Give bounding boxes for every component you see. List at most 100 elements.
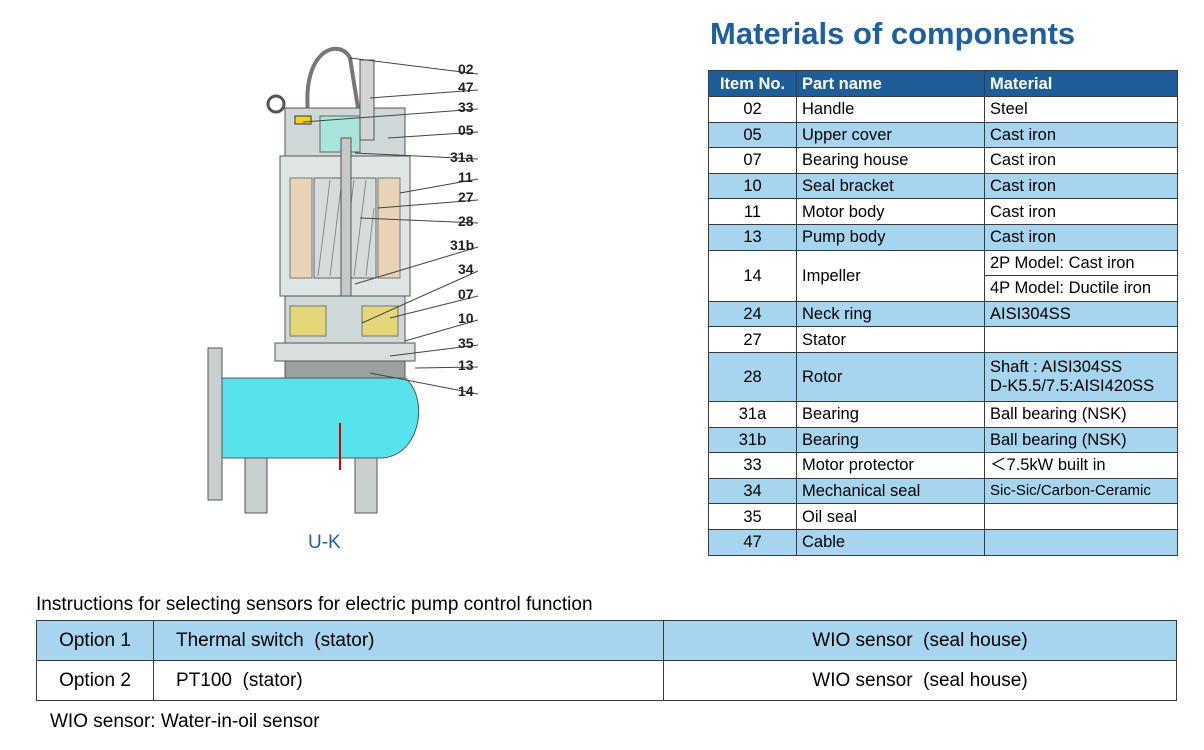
callout-05: 05: [458, 122, 474, 138]
table-row: 28 Rotor Shaft : AISI304SS D-K5.5/7.5:AI…: [708, 351, 1178, 402]
part-name-cell: Stator: [796, 326, 985, 353]
table-row: 02 Handle Steel: [708, 96, 1178, 123]
material-cell: [984, 326, 1178, 353]
item-no-cell: 10: [708, 172, 797, 200]
item-no-cell: 34: [708, 477, 797, 505]
header-item-no: Item No.: [708, 70, 797, 97]
part-name-cell: Neck ring: [796, 300, 985, 328]
material-cell: Sic-Sic/Carbon-Ceramic: [984, 477, 1178, 505]
option-cell: Option 1: [36, 620, 154, 661]
material-cell: [984, 503, 1178, 530]
foot-left-shape: [244, 457, 268, 514]
callout-11: 11: [458, 169, 473, 185]
part-name-cell: Motor protector: [796, 452, 985, 479]
upper-chamber-shape: [319, 115, 361, 153]
material-cell: Ball bearing (NSK): [984, 426, 1178, 454]
material-cell: 2P Model: Cast iron: [984, 249, 1178, 277]
item-no-cell: 33: [708, 452, 797, 479]
callout-33: 33: [458, 99, 474, 115]
callout-35: 35: [458, 335, 474, 351]
seal-oil-right-shape: [361, 305, 399, 337]
part-name-cell: Bearing: [796, 400, 985, 428]
part-name-cell: Bearing: [796, 426, 985, 454]
header-part-name: Part name: [796, 70, 985, 97]
option-cell: Option 2: [36, 660, 154, 701]
part-name-cell: Seal bracket: [796, 172, 985, 200]
stator-sensor-cell: PT100 (stator): [153, 660, 664, 701]
volute-shape: [219, 377, 420, 459]
lifting-eye-shape: [266, 94, 286, 114]
table-row: 05 Upper cover Cast iron: [708, 121, 1178, 149]
callout-34: 34: [458, 261, 474, 277]
table-row: 14 Impeller 2P Model: Cast iron: [708, 249, 1178, 302]
pump-cross-section-diagram: 02 47 33 05 31a 11 27 28 31b 34 07 10 35…: [190, 38, 490, 520]
table-row: Option 1 Thermal switch (stator) WIO sen…: [36, 620, 1177, 661]
table-row: 24 Neck ring AISI304SS: [708, 300, 1178, 328]
material-cell: Cast iron: [984, 147, 1178, 174]
page-title: Materials of components: [710, 16, 1076, 51]
part-name-cell: Mechanical seal: [796, 477, 985, 505]
table-row: 31b Bearing Ball bearing (NSK): [708, 426, 1178, 454]
material-cell: AISI304SS: [984, 300, 1178, 328]
foot-right-shape: [354, 457, 378, 514]
callout-31b: 31b: [450, 237, 474, 253]
stator-right-shape: [377, 177, 401, 279]
stator-sensor-cell: Thermal switch (stator): [153, 620, 664, 661]
callout-07: 07: [458, 286, 474, 302]
sensor-instructions-heading: Instructions for selecting sensors for e…: [36, 594, 593, 615]
item-no-cell: 31b: [708, 426, 797, 454]
part-name-cell: Handle: [796, 96, 985, 123]
table-row: 47 Cable: [708, 528, 1178, 556]
header-material: Material: [984, 70, 1178, 97]
materials-header-row: Item No. Part name Material: [708, 70, 1178, 97]
part-name-cell: Rotor: [796, 351, 985, 402]
item-no-cell: 05: [708, 121, 797, 149]
seal-sensor-cell: WIO sensor (seal house): [663, 660, 1177, 701]
diagram-caption: U-K: [308, 532, 341, 553]
stator-left-shape: [289, 177, 313, 279]
material-cell: ＜7.5kW built in: [984, 452, 1178, 479]
item-no-cell: 07: [708, 147, 797, 174]
material-line: D-K5.5/7.5:AISI420SS: [990, 376, 1155, 395]
motor-protector-shape: [294, 115, 312, 125]
table-row: 27 Stator: [708, 326, 1178, 353]
materials-table: Item No. Part name Material 02 Handle St…: [708, 70, 1178, 556]
sensor-options-table: Option 1 Thermal switch (stator) WIO sen…: [36, 620, 1177, 701]
wio-footnote: WIO sensor: Water-in-oil sensor: [50, 711, 320, 732]
callout-10: 10: [458, 310, 474, 326]
table-row: 31a Bearing Ball bearing (NSK): [708, 400, 1178, 428]
table-row: 11 Motor body Cast iron: [708, 198, 1178, 225]
material-cell: Ball bearing (NSK): [984, 400, 1178, 428]
material-cell: Cast iron: [984, 121, 1178, 149]
item-no-cell: 24: [708, 300, 797, 328]
part-name-cell: Cable: [796, 528, 985, 556]
item-no-cell: 31a: [708, 400, 797, 428]
material-line: Shaft : AISI304SS: [990, 357, 1123, 376]
item-no-cell: 02: [708, 96, 797, 123]
material-cell: Cast iron: [984, 223, 1178, 251]
part-name-cell: Upper cover: [796, 121, 985, 149]
seal-oil-left-shape: [289, 305, 327, 337]
cable-gland-shape: [359, 59, 375, 141]
handle-shape: [305, 46, 360, 114]
item-no-cell: 14: [708, 249, 797, 302]
callout-13: 13: [458, 357, 474, 373]
table-row: 10 Seal bracket Cast iron: [708, 172, 1178, 200]
item-no-cell: 28: [708, 351, 797, 402]
table-row: 35 Oil seal: [708, 503, 1178, 530]
part-name-cell: Bearing house: [796, 147, 985, 174]
table-row: 33 Motor protector ＜7.5kW built in: [708, 452, 1178, 479]
material-cell: 4P Model: Ductile iron: [984, 275, 1178, 302]
item-no-cell: 35: [708, 503, 797, 530]
material-cell: Shaft : AISI304SS D-K5.5/7.5:AISI420SS: [984, 351, 1178, 402]
seal-bracket-shape: [274, 342, 416, 362]
callout-leaders: [302, 57, 479, 395]
part-name-cell: Impeller: [796, 249, 985, 302]
part-name-cell: Oil seal: [796, 503, 985, 530]
table-row: 13 Pump body Cast iron: [708, 223, 1178, 251]
part-name-cell: Motor body: [796, 198, 985, 225]
material-cell: Cast iron: [984, 172, 1178, 200]
callout-31a: 31a: [450, 149, 474, 165]
table-row: Option 2 PT100 (stator) WIO sensor (seal…: [36, 660, 1177, 701]
callout-28: 28: [458, 213, 474, 229]
